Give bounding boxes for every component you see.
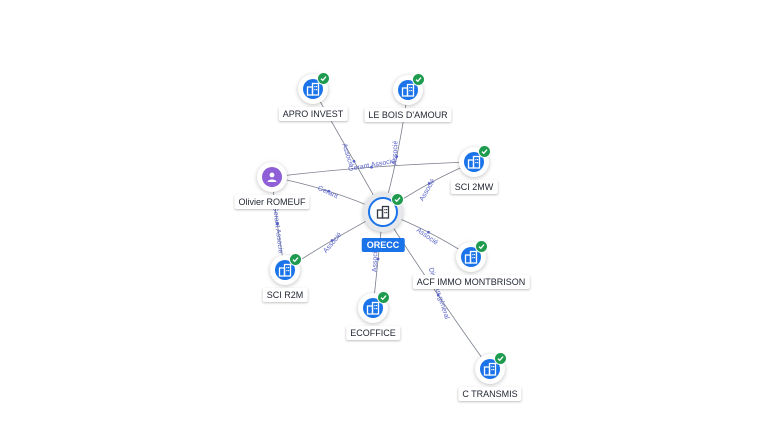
building-icon	[461, 247, 481, 267]
verified-check-icon	[317, 72, 330, 85]
node-label-sci2mw[interactable]: SCI 2MW	[450, 180, 498, 194]
edge-label: Associé	[322, 231, 343, 254]
node-bois[interactable]	[393, 73, 425, 105]
node-apro[interactable]	[298, 72, 330, 104]
building-icon	[480, 359, 500, 379]
building-icon	[464, 152, 484, 172]
edge-marker	[427, 182, 431, 185]
edge-marker	[395, 155, 399, 158]
node-scir2m[interactable]	[270, 253, 302, 285]
node-label-orecc[interactable]: ORECC	[361, 238, 405, 252]
building-icon	[303, 79, 323, 99]
edge-marker	[370, 165, 373, 169]
verified-check-icon	[289, 253, 302, 266]
node-orecc[interactable]	[363, 192, 404, 232]
building-icon	[363, 298, 383, 318]
edge-marker	[427, 230, 430, 234]
edge-marker	[376, 257, 380, 261]
node-label-ctransmis[interactable]: C TRANSMIS	[458, 387, 522, 401]
edge-marker	[352, 159, 356, 163]
building-icon	[398, 80, 418, 100]
verified-check-icon	[412, 73, 425, 86]
node-ecoffice[interactable]	[358, 291, 390, 323]
node-olivier[interactable]	[257, 162, 287, 192]
edge-marker	[436, 293, 440, 297]
node-label-bois[interactable]: LE BOIS D'AMOUR	[364, 108, 452, 122]
edge-marker	[327, 189, 331, 193]
node-sci2mw[interactable]	[459, 145, 491, 177]
node-label-ecoffice[interactable]: ECOFFICE	[346, 326, 400, 340]
verified-check-icon	[478, 145, 491, 158]
node-acf[interactable]	[456, 240, 488, 272]
edge-label: Gerant Associe	[348, 158, 396, 173]
node-label-apro[interactable]: APRO INVEST	[278, 107, 348, 121]
node-label-olivier[interactable]: Olivier ROMEUF	[234, 195, 310, 209]
edge-label: Associé	[372, 247, 380, 272]
verified-check-icon	[391, 193, 404, 206]
person-icon	[262, 167, 282, 187]
edge-label: Gerant	[316, 185, 338, 200]
verified-check-icon	[475, 240, 488, 253]
verified-check-icon	[377, 291, 390, 304]
verified-check-icon	[494, 352, 507, 365]
node-label-acf[interactable]: ACF IMMO MONTBRISON	[412, 275, 530, 289]
edge-marker	[275, 222, 279, 226]
edge-label: Associé	[419, 178, 437, 203]
edge-label: Gerant Associe	[271, 206, 284, 254]
edge-label: Associé	[415, 227, 439, 247]
edge-marker	[330, 239, 334, 242]
node-ctransmis[interactable]	[475, 352, 507, 384]
building-icon	[275, 260, 295, 280]
node-label-scir2m[interactable]: SCI R2M	[262, 288, 308, 302]
edge-label: Associé	[391, 140, 399, 165]
